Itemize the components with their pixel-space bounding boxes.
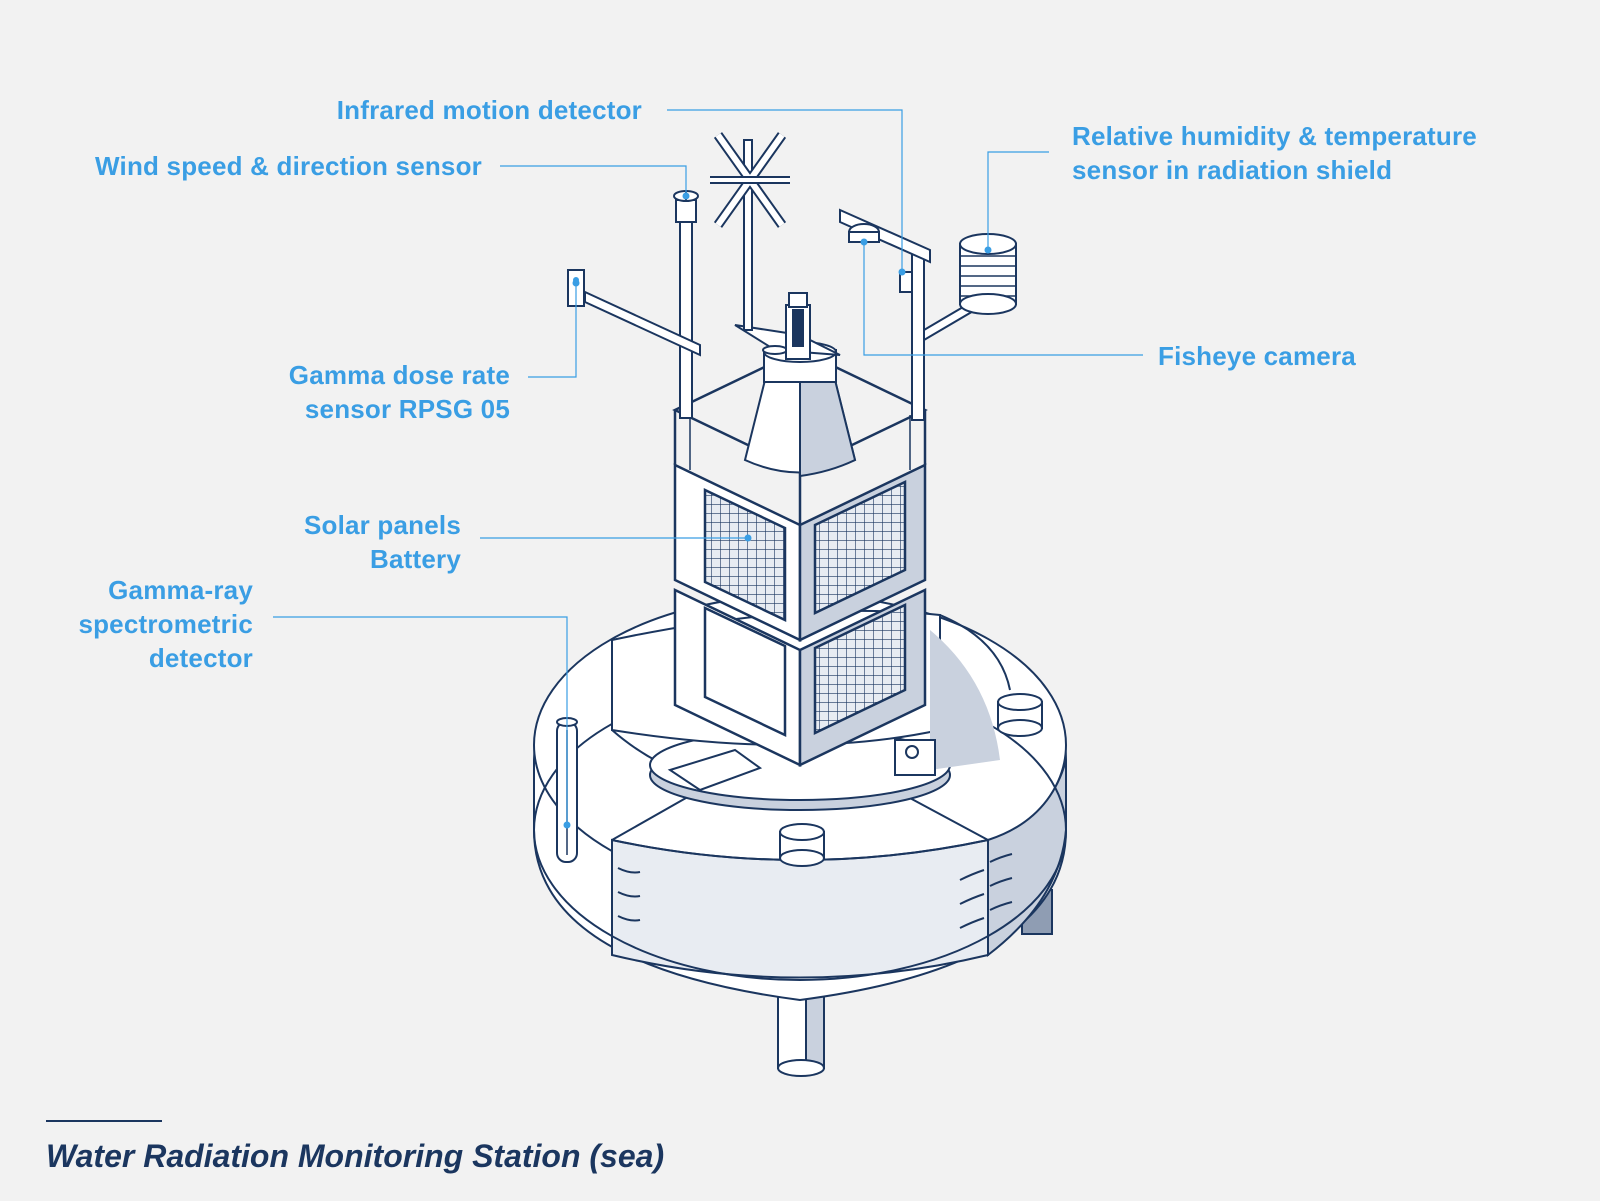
central-funnel: [734, 292, 857, 478]
label-infrared-motion-detector: Infrared motion detector: [336, 95, 642, 125]
diagram-title: Water Radiation Monitoring Station (sea): [46, 1138, 665, 1174]
leader-spectro: [273, 616, 568, 825]
tower: [672, 348, 928, 767]
label-wind-sensor: Wind speed & direction sensor: [95, 151, 482, 181]
label-fisheye-camera: Fisheye camera: [1158, 341, 1356, 371]
label-gamma-dose-sensor: Gamma dose rate sensor RPSG 05: [288, 360, 510, 424]
label-humidity-sensor: Relative humidity & temperature sensor i…: [1072, 121, 1477, 185]
leader-gamma-dose: [528, 283, 577, 378]
leader-humidity: [987, 151, 1049, 248]
leader-wind: [500, 165, 687, 196]
leader-infrared: [667, 109, 903, 272]
leader-fisheye: [863, 242, 1143, 356]
title-rule: [46, 1120, 162, 1122]
leader-lines: [273, 109, 1143, 825]
label-solar-panels-battery: Solar panels Battery: [303, 510, 461, 574]
leader-dots: [563, 192, 992, 829]
label-spectrometric-detector: Gamma-ray spectrometric detector: [78, 575, 253, 673]
